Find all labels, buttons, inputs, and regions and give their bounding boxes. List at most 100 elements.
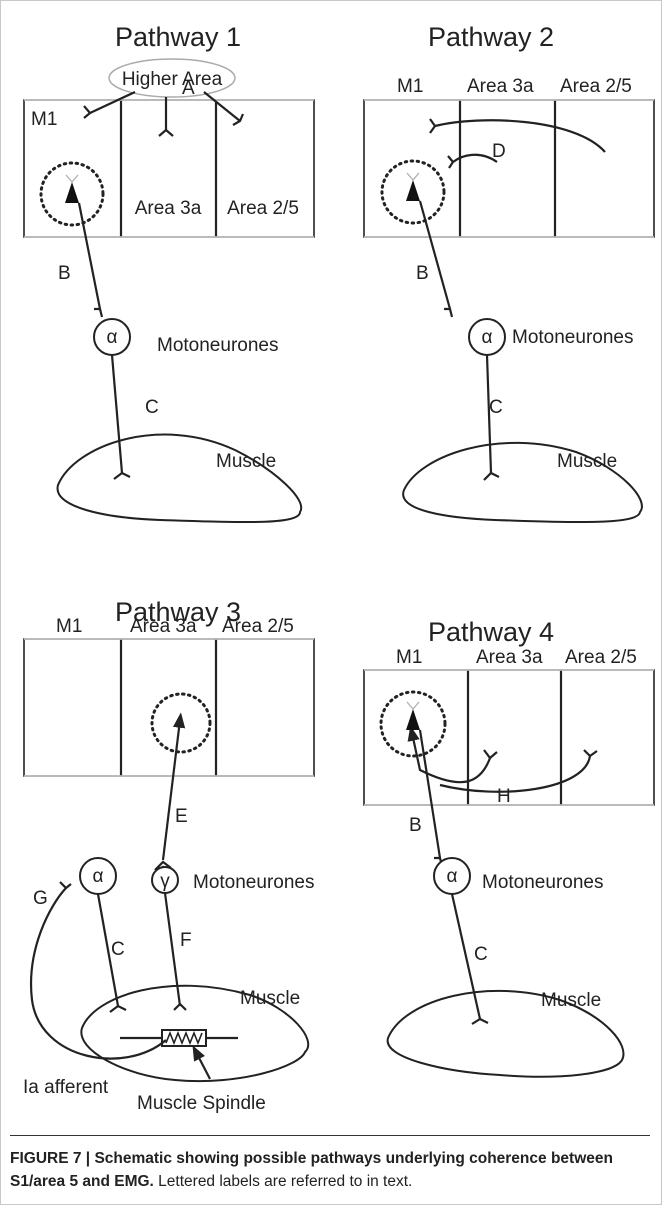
higher-area-ellipse <box>108 58 236 98</box>
region-area-3a: Area 3a <box>476 647 543 668</box>
synapse-terminal <box>232 113 245 126</box>
caption-label: FIGURE 7 | <box>10 1150 95 1167</box>
pathway-g-ia-afferent <box>30 887 167 1060</box>
region-area-2-5: Area 2/5 <box>227 198 299 219</box>
motoneurones-label: Motoneurones <box>512 327 633 348</box>
cortex-box-3 <box>23 638 315 777</box>
pathway-a-axon-2-5 <box>203 91 241 122</box>
synapse-terminal <box>113 471 131 480</box>
gamma-symbol: γ <box>160 871 170 892</box>
synapse-terminal <box>429 118 437 134</box>
pyramidal-neuron-soma <box>65 182 79 203</box>
letter-d: D <box>492 141 506 162</box>
pathway-4-title: Pathway 4 <box>428 617 554 647</box>
pathway-e-axon <box>161 712 186 861</box>
region-area-3a: Area 3a <box>135 198 202 219</box>
pathway-1-title: Pathway 1 <box>115 22 241 52</box>
alpha-symbol: α <box>447 866 458 887</box>
muscle-label: Muscle <box>541 990 601 1011</box>
pyramidal-neuron-dendrite <box>406 701 420 710</box>
motoneurones-label: Motoneurones <box>482 872 603 893</box>
synapse-terminal <box>583 749 598 758</box>
muscle-shape <box>80 984 310 1082</box>
region-area-3a: Area 3a <box>467 76 534 97</box>
pyramidal-neuron-field <box>380 159 446 225</box>
figure-caption: FIGURE 7 | Schematic showing possible pa… <box>10 1147 654 1193</box>
pathway-2-title: Pathway 2 <box>428 22 554 52</box>
caption-text: Lettered labels are referred to in text. <box>153 1173 413 1190</box>
muscle-shape <box>402 441 643 524</box>
muscle-shape <box>386 989 625 1078</box>
pathway-3-title: Pathway 3 <box>115 597 241 627</box>
sensory-neuron-field <box>150 692 212 754</box>
synapse-terminal <box>447 155 455 169</box>
pathway-b-axon <box>418 729 442 859</box>
letter-e: E <box>175 806 188 827</box>
caption-title: Schematic showing possible pathways unde… <box>10 1150 613 1190</box>
letter-b: B <box>409 815 422 836</box>
pathway-h-axon-2-5 <box>439 755 592 793</box>
alpha-symbol: α <box>482 327 493 348</box>
pathway-c-axon <box>96 893 120 1007</box>
panel-pathway-2: Pathway 2 M1 Area 3a Area 2/5 D B α Moto… <box>363 22 655 524</box>
region-area-2-5: Area 2/5 <box>560 76 632 97</box>
letter-b: B <box>416 263 429 284</box>
pyramidal-neuron-field <box>379 690 447 758</box>
muscle-spindle-coil <box>165 1030 203 1046</box>
letter-g: G <box>33 888 48 909</box>
muscle-label: Muscle <box>557 451 617 472</box>
muscle-spindle-pointer <box>192 1045 211 1080</box>
region-m1: M1 <box>396 647 422 668</box>
pyramidal-neuron-dendrite <box>406 172 420 181</box>
muscle-shape <box>56 433 303 524</box>
synapse-terminal <box>444 307 454 318</box>
pathway-a-axon-m1 <box>89 91 136 114</box>
muscle-label: Muscle <box>240 988 300 1009</box>
letter-f: F <box>180 930 192 951</box>
muscle-label: Muscle <box>216 451 276 472</box>
letter-a: A <box>182 78 195 99</box>
motoneurones-label: Motoneurones <box>193 872 314 893</box>
alpha-symbol: α <box>107 327 118 348</box>
pyramidal-neuron-soma <box>406 709 420 730</box>
region-area-2-5: Area 2/5 <box>222 616 294 637</box>
muscle-spindle-label: Muscle Spindle <box>137 1093 266 1114</box>
pathways-diagram: Pathway 1 Higher Area M1 Area 3a Area 2/… <box>23 22 655 1114</box>
pathway-c-axon <box>485 354 493 474</box>
synapse-terminal <box>483 471 500 481</box>
synapse-terminal <box>94 307 104 318</box>
pathway-c-axon <box>450 893 482 1020</box>
synapse-terminal <box>158 128 174 137</box>
pyramidal-neuron-field <box>39 161 105 227</box>
panel-pathway-1: Pathway 1 Higher Area M1 Area 3a Area 2/… <box>23 22 315 524</box>
letter-c: C <box>474 944 488 965</box>
letter-c: C <box>145 397 159 418</box>
synapse-terminal <box>483 749 498 760</box>
cortex-box-4 <box>363 669 655 806</box>
synapse-terminal <box>59 881 72 890</box>
synapse-terminal <box>109 1004 127 1013</box>
synapse-terminal <box>471 1017 489 1025</box>
pathway-d-axon-3a <box>452 153 498 163</box>
synapse-terminal <box>83 105 92 119</box>
pathway-c-axon <box>110 354 124 474</box>
motoneurones-label: Motoneurones <box>157 335 278 356</box>
pathway-f-axon <box>163 892 182 1007</box>
pyramidal-neuron-dendrite <box>65 174 79 183</box>
pathway-h-axon-3a <box>407 725 492 784</box>
region-m1: M1 <box>56 616 82 637</box>
higher-area-label: Higher Area <box>122 69 223 90</box>
pathway-d-axon-2-5 <box>434 119 606 153</box>
letter-b: B <box>58 263 71 284</box>
panel-pathway-3: Pathway 3 M1 Area 3a Area 2/5 E γ Motone… <box>23 597 315 1114</box>
letter-c: C <box>111 939 125 960</box>
pyramidal-neuron-soma <box>406 180 420 201</box>
caption-divider <box>10 1135 650 1136</box>
region-area-2-5: Area 2/5 <box>565 647 637 668</box>
letter-h: H <box>497 786 511 807</box>
region-m1: M1 <box>31 109 57 130</box>
pathway-b-axon <box>77 202 102 310</box>
region-m1: M1 <box>397 76 423 97</box>
panel-pathway-4: Pathway 4 M1 Area 3a Area 2/5 H B α Moto… <box>363 617 655 1078</box>
